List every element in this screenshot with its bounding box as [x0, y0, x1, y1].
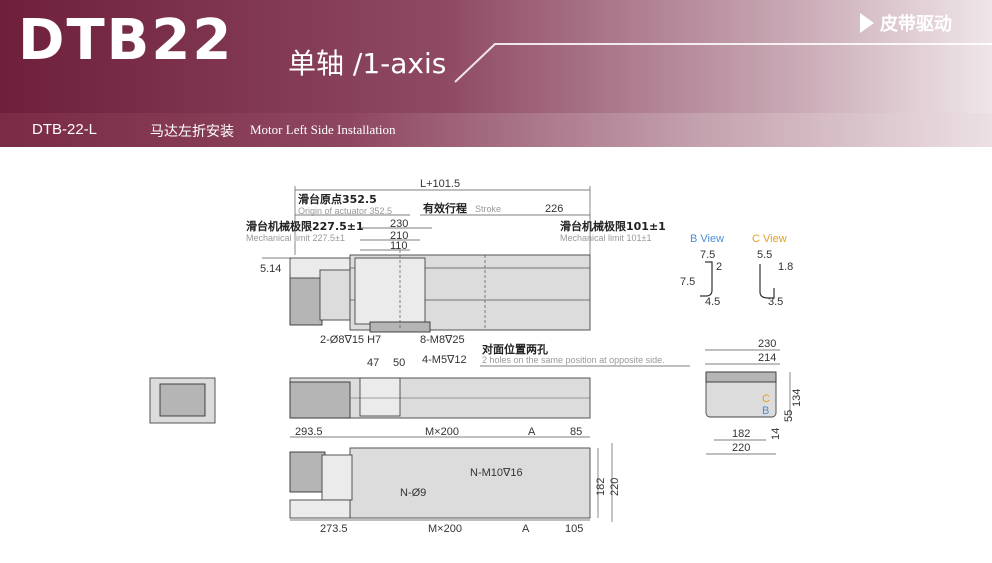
mech-limit-left-en: Mechanical limit 227.5±1	[246, 233, 345, 243]
model-code: DTB-22-L	[32, 121, 98, 138]
hole-n-m10: N-M10∇16	[470, 467, 523, 479]
end-dim-230: 230	[758, 338, 776, 350]
hole-callout-2: 8-M8∇25	[420, 334, 465, 346]
play-triangle-icon	[860, 13, 874, 33]
section-band: DTB-22-L 马达左折安装 Motor Left Side Installa…	[0, 113, 992, 147]
dim-47: 47	[367, 357, 379, 369]
detail-views: B View C View 7.5 2 7.5 4.5 5.5 1.8 3.5	[680, 233, 793, 308]
bottom-view: 293.5 M×200 A 85 N-M10∇16 N-Ø9 182 220 2…	[289, 426, 621, 535]
origin-label-en: Origin of actuator 352.5	[298, 206, 392, 216]
section-title-cn: 马达左折安装	[150, 124, 234, 140]
axis-subtitle: 单轴 /1-axis	[288, 47, 447, 80]
end-b-label: B	[762, 405, 769, 417]
dim-5-14: 5.14	[260, 263, 281, 275]
brand-tag: 皮带驱动	[860, 10, 952, 36]
hole-callout-1: 2-Ø8∇15 H7	[320, 334, 381, 346]
dim-110: 110	[390, 240, 408, 252]
origin-label-cn: 滑台原点352.5	[298, 192, 377, 206]
opposite-holes-en: 2 holes on the same position at opposite…	[482, 355, 665, 365]
stroke-label-en: Stroke	[475, 204, 501, 214]
opposite-holes-cn: 对面位置两孔	[482, 342, 548, 356]
c-dim-1-8: 1.8	[778, 261, 793, 273]
dim-230: 230	[390, 218, 408, 230]
plan-view	[289, 377, 591, 419]
b-dim-7-5b: 7.5	[680, 276, 695, 288]
section-title-en: Motor Left Side Installation	[250, 122, 396, 137]
side-view: L+101.5 滑台原点352.5 Origin of actuator 352…	[246, 178, 690, 369]
end-view: 230 214 134 55 14 C B 182 220	[705, 338, 803, 455]
dim-a-bottom: A	[522, 523, 530, 535]
dim-m200-bottom: M×200	[428, 523, 462, 535]
dim-293-5: 293.5	[295, 426, 323, 438]
dim-182-vertical: 182	[595, 478, 607, 496]
c-view-title: C View	[752, 233, 787, 245]
b-view-title: B View	[690, 233, 724, 245]
hole-n-9: N-Ø9	[400, 487, 426, 499]
dim-overall-length: L+101.5	[420, 178, 460, 190]
hole-callout-3: 4-M5∇12	[422, 354, 467, 366]
c-dim-5-5: 5.5	[757, 249, 772, 261]
b-dim-7-5a: 7.5	[700, 249, 715, 261]
end-c-label: C	[762, 393, 770, 405]
mech-limit-left-cn: 滑台机械极限227.5±1	[246, 219, 364, 233]
stroke-label-cn: 有效行程	[423, 201, 467, 215]
end-dim-214: 214	[758, 352, 776, 364]
dim-a-top: A	[528, 426, 536, 438]
dim-50: 50	[393, 357, 405, 369]
technical-drawing: L+101.5 滑台原点352.5 Origin of actuator 352…	[149, 178, 803, 535]
end-dim-220: 220	[732, 442, 750, 454]
dim-226: 226	[545, 203, 563, 215]
dim-273-5: 273.5	[320, 523, 348, 535]
b-dim-4-5: 4.5	[705, 296, 720, 308]
brand-tag-label: 皮带驱动	[880, 14, 952, 35]
mech-limit-right-en: Mechanical limit 101±1	[560, 233, 651, 243]
end-dim-182: 182	[732, 428, 750, 440]
c-dim-3-5: 3.5	[768, 296, 783, 308]
header-background	[0, 0, 992, 113]
motor-end-view	[149, 377, 216, 424]
dim-220-vertical: 220	[609, 478, 621, 496]
dim-210: 210	[390, 230, 408, 242]
end-dim-55: 55	[783, 410, 795, 422]
header: DTB22 单轴 /1-axis 皮带驱动	[0, 0, 992, 113]
dim-105: 105	[565, 523, 583, 535]
b-dim-2: 2	[716, 261, 722, 273]
model-title: DTB22	[18, 8, 234, 73]
mech-limit-right-cn: 滑台机械极限101±1	[560, 219, 666, 233]
end-dim-134: 134	[791, 389, 803, 407]
dim-85: 85	[570, 426, 582, 438]
end-dim-14: 14	[770, 428, 782, 440]
dim-m200-top: M×200	[425, 426, 459, 438]
